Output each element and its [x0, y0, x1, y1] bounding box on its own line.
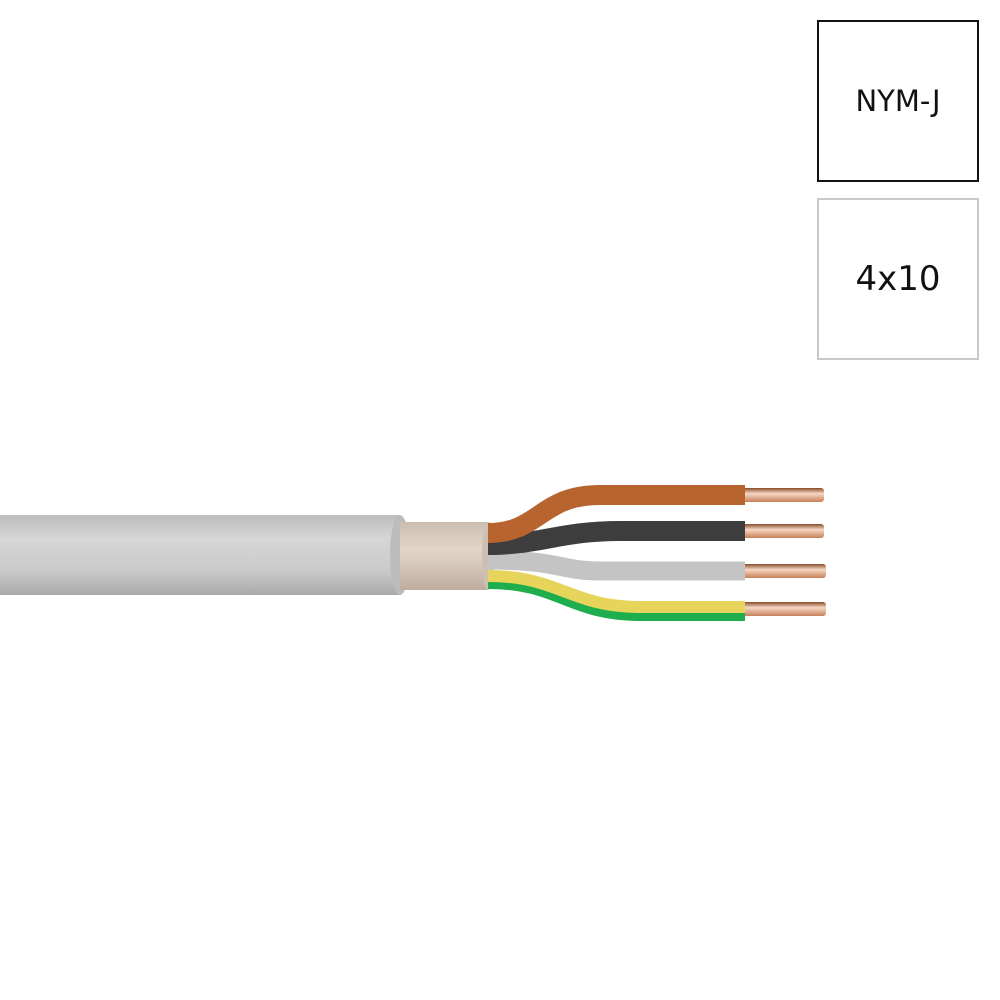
copper-grey: [740, 564, 826, 578]
wire-yellow-green-yellow: [487, 570, 745, 613]
copper-black: [740, 524, 824, 538]
cable-type-label: NYM-J: [817, 20, 979, 182]
wires: [487, 485, 745, 621]
wire-brown: [487, 485, 745, 543]
copper-yellow-green: [740, 602, 826, 616]
outer-sheath: [0, 515, 410, 595]
wire-black: [487, 521, 745, 555]
inner-sheath: [400, 522, 494, 590]
cable-size-label: 4x10: [817, 198, 979, 360]
wire-grey: [487, 550, 745, 581]
copper-brown: [740, 488, 824, 502]
conductors: [740, 488, 826, 616]
